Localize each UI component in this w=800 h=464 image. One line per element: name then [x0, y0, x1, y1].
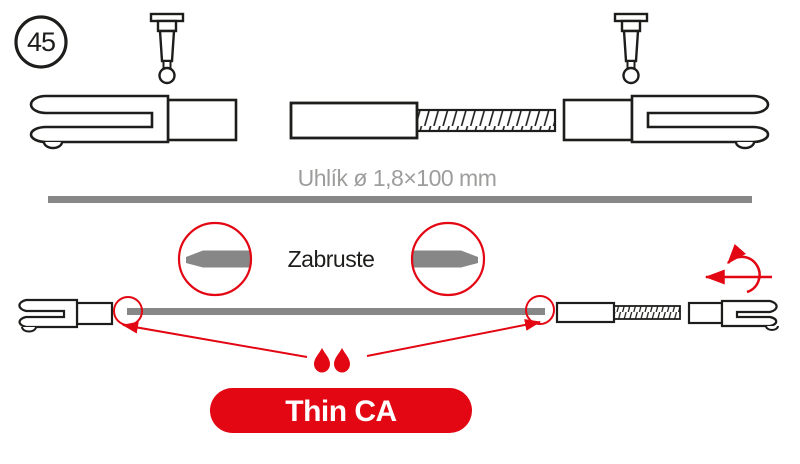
- coupler-tube: [289, 101, 419, 140]
- assembled-clevis-left-boss: [21, 326, 37, 333]
- clevis-left-fork: [29, 94, 170, 144]
- assembled-carbon-rod: [127, 308, 545, 315]
- clevis-pin-icon-right: [613, 12, 649, 85]
- step-badge-circle: [14, 15, 68, 69]
- sanded-tip-right: [413, 250, 478, 268]
- detail-circle-left: [177, 221, 253, 297]
- clevis-left: [29, 94, 238, 150]
- rotation-arrow-icon: [704, 243, 772, 294]
- assembled-clevis-right: [687, 299, 779, 331]
- glue-drop-icon-right: [334, 348, 350, 373]
- glue-label: Thin CA: [285, 395, 396, 428]
- assembled-clevis-left-tube: [75, 301, 114, 326]
- assembled-coupler-tube: [555, 301, 616, 324]
- glue-pill-background: [210, 388, 472, 433]
- glue-arrow-left: [122, 321, 308, 358]
- clevis-left-tube: [166, 98, 238, 142]
- clevis-right-tube: [562, 98, 634, 142]
- clevis-right: [562, 94, 770, 150]
- assembled-clevis-left-fork: [18, 298, 79, 329]
- clevis-left-boss: [42, 141, 64, 150]
- glue-label-pill: Thin CA: [210, 388, 472, 433]
- clevis-right-fork: [630, 94, 770, 144]
- step-badge: 45: [14, 15, 68, 69]
- threaded-rod: [415, 108, 557, 133]
- rod-spec-label: Uhlík ø 1,8×100 mm: [298, 165, 497, 191]
- assembled-clevis-right-tube: [687, 301, 724, 325]
- step-number: 45: [27, 27, 55, 57]
- assembled-clevis-left: [18, 298, 114, 333]
- glue-drop-icon-left: [314, 348, 330, 373]
- carbon-rod: [48, 196, 752, 203]
- sand-instruction-label: Zabruste: [288, 246, 375, 272]
- clevis-right-boss: [734, 141, 756, 150]
- clevis-pin-icon-left: [149, 12, 185, 85]
- assembled-clevis-right-boss: [765, 325, 779, 331]
- magnifier-detail-circle-left: [177, 221, 253, 297]
- threaded-coupler: [289, 101, 557, 140]
- assembled-coupler: [555, 301, 681, 324]
- assembled-clevis-right-fork: [720, 299, 778, 328]
- sanded-tip-left: [186, 250, 251, 268]
- glue-arrow-right: [366, 319, 541, 357]
- assembled-threaded-rod: [613, 305, 681, 320]
- detail-circle-right: [410, 221, 486, 297]
- magnifier-detail-circle-right: [410, 221, 486, 297]
